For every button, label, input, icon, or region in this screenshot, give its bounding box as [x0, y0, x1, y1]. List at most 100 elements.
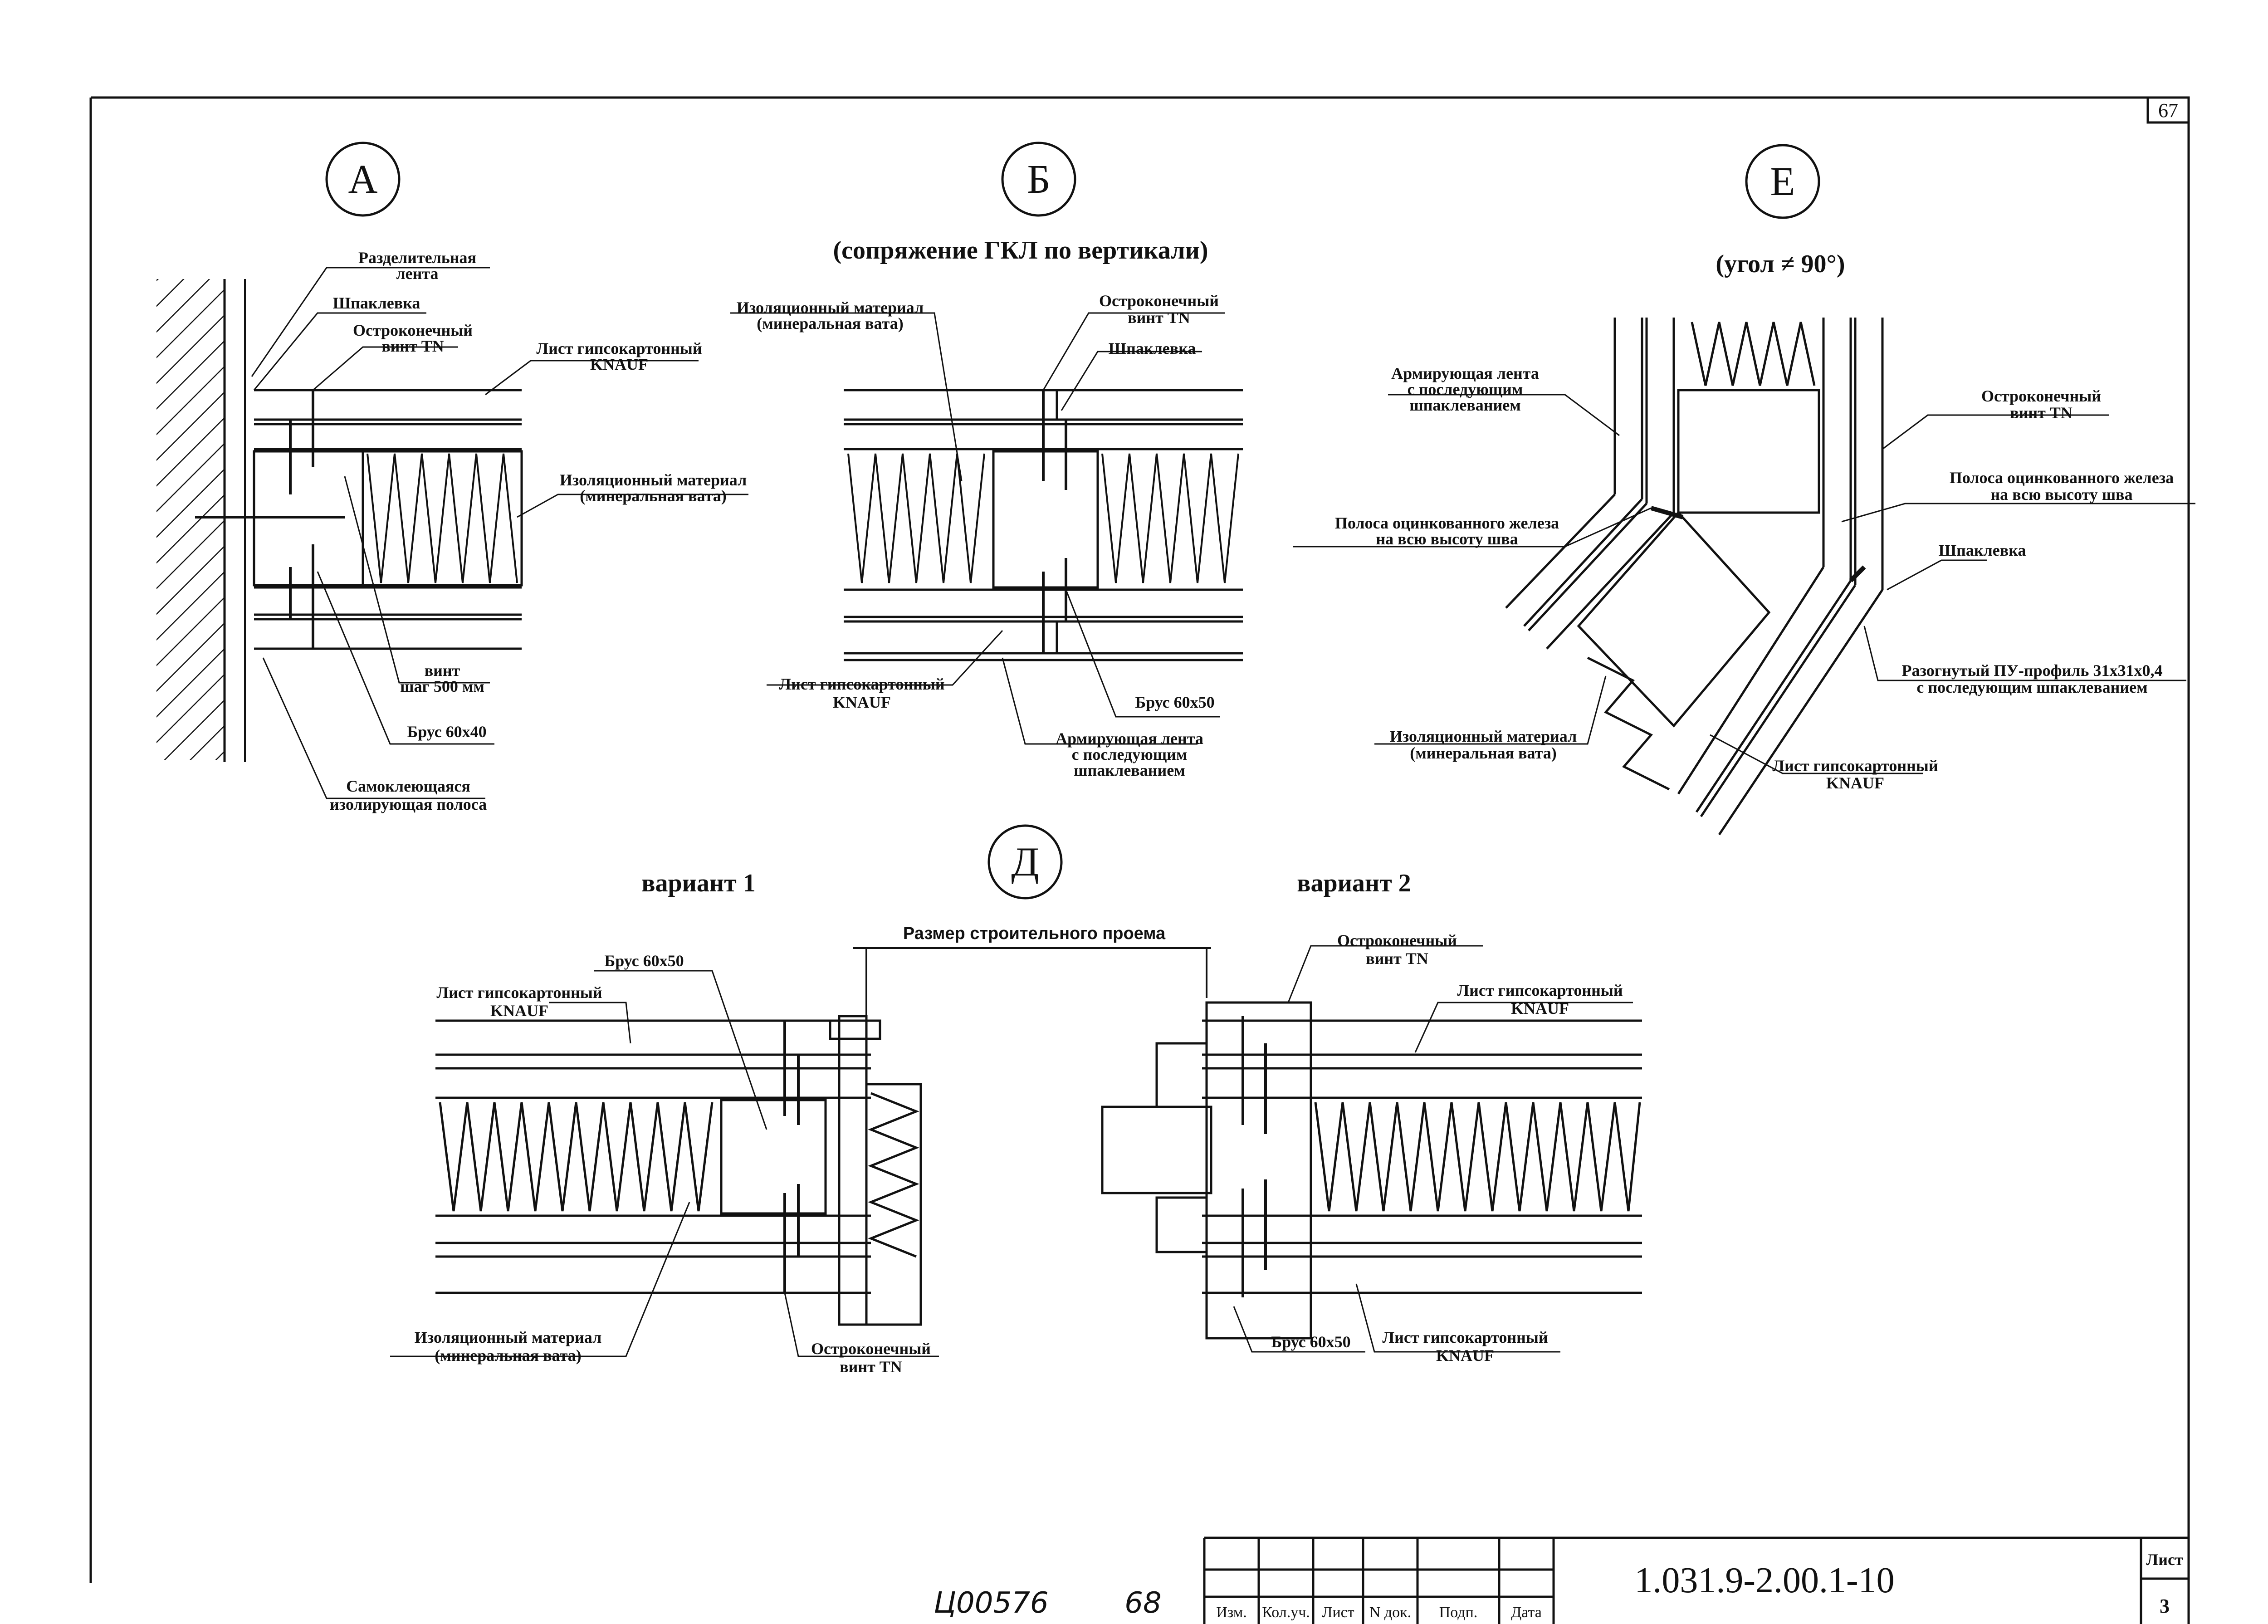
variant-2-title: вариант 2: [1297, 869, 1411, 897]
detail-b: Б (сопряжение ГКЛ по вертикали): [730, 142, 1243, 779]
callout-label: Разогнутый ПУ-профиль 31х31х0,4: [1902, 661, 2163, 680]
callout-label: Шпаклевка: [1939, 541, 2026, 559]
labels-v1: Брус 60х50 Лист гипсокартонный KNAUF Изо…: [415, 952, 931, 1376]
callout-label: Брус 60х40: [407, 723, 486, 741]
variant-1-wall: [435, 1015, 922, 1326]
callout-label: винт: [425, 661, 460, 680]
leaders-b: [730, 312, 1225, 745]
wall-boards-a: [253, 389, 523, 650]
callout-label: (минеральная вата): [757, 314, 903, 333]
callout-label: Шпаклевка: [1109, 339, 1196, 357]
callout-label: Лист гипсокартонный: [436, 983, 602, 1002]
callout-label: на всю высоту шва: [1376, 530, 1518, 548]
detail-marker-b-label: Б: [1027, 157, 1051, 202]
callout-label: с последующим: [1072, 745, 1188, 763]
callout-label: KNAUF: [1511, 999, 1569, 1017]
callout-label: (минеральная вата): [1410, 744, 1556, 762]
callout-label: винт TN: [1366, 949, 1428, 968]
detail-d: Д вариант 1 вариант 2 Размер строительно…: [390, 824, 1642, 1376]
insulation-zigzag-a: [367, 453, 518, 583]
detail-marker-a: [325, 142, 401, 217]
callout-label: изолирующая полоса: [330, 795, 487, 813]
insulation-zigzag-b: [847, 453, 1239, 583]
col-kol-uch: Кол.уч.: [1262, 1604, 1310, 1621]
labels-v2: Остроконечный винт TN Лист гипсокартонны…: [1271, 931, 1623, 1365]
screws-b: [1042, 390, 1067, 653]
callout-label: (минеральная вата): [580, 487, 726, 505]
opening-dimension-label: Размер строительного проема: [903, 924, 1166, 943]
callout-label: Полоса оцинкованного железа: [1335, 514, 1559, 532]
screws-a: [195, 390, 345, 649]
detail-e-subtitle: (угол ≠ 90°): [1716, 250, 1845, 278]
callout-label: винт TN: [2010, 404, 2072, 422]
callout-label: винт TN: [840, 1358, 902, 1376]
callout-label: с последующим шпаклеванием: [1916, 678, 2147, 696]
callout-label: (минеральная вата): [435, 1346, 581, 1365]
callout-label: Армирующая лента: [1391, 364, 1539, 382]
joint-strips-e: [1650, 506, 1866, 582]
title-block: [1203, 1536, 2189, 1624]
angled-wall-e: [1505, 494, 1884, 836]
handwritten-inventory-number: Ц00576: [934, 1586, 1048, 1620]
callout-label: Остроконечный: [1099, 292, 1219, 310]
callout-label: Лист гипсокартонный: [779, 675, 944, 693]
detail-marker-e-label: Е: [1770, 159, 1795, 204]
callout-label: Изоляционный материал: [1390, 727, 1577, 745]
sheet-label: Лист: [2146, 1551, 2183, 1569]
callout-label: Остроконечный: [811, 1340, 931, 1358]
detail-marker-d-label: Д: [1011, 840, 1039, 885]
detail-marker-e: [1745, 144, 1820, 219]
callout-label: KNAUF: [833, 693, 891, 711]
callout-label: винт TN: [1128, 308, 1190, 327]
leaders-v2: [1233, 945, 1633, 1353]
callout-label: Изоляционный материал: [737, 298, 924, 317]
callout-label: шпаклеванием: [1074, 761, 1185, 779]
callout-label: Самоклеющаяся: [346, 777, 470, 795]
callout-label: KNAUF: [490, 1002, 548, 1020]
leaders-v1: [390, 970, 939, 1357]
variant-2-wall: [1101, 1001, 1642, 1340]
detail-marker-d: [987, 824, 1063, 900]
callout-label: Армирующая лента: [1056, 729, 1203, 748]
leaders-e: [1293, 394, 2195, 774]
labels-b: Изоляционный материал (минеральная вата)…: [737, 292, 1219, 779]
col-izm: Изм.: [1216, 1604, 1247, 1621]
detail-e: Е (угол ≠ 90°): [1293, 144, 2195, 836]
callout-label: Лист гипсокартонный: [536, 339, 702, 357]
callout-label: шаг 500 мм: [400, 677, 484, 695]
callout-label: винт TN: [381, 337, 444, 355]
labels-e: Армирующая лента с последующим шпаклеван…: [1335, 364, 2174, 792]
callout-label: KNAUF: [1436, 1346, 1494, 1365]
sheet-frame: [89, 96, 2190, 1624]
callout-label: Изоляционный материал: [415, 1328, 602, 1346]
callout-label: лента: [396, 264, 438, 283]
handwritten-number: 68: [1124, 1586, 1161, 1620]
document-code: 1.031.9-2.00.1-10: [1634, 1560, 1894, 1600]
labels-a: Разделительная лента Шпаклевка Остроконе…: [330, 249, 747, 813]
vertical-wall-e: [1613, 318, 1884, 590]
masonry-wall: [156, 279, 225, 760]
callout-label: Брус 60х50: [1271, 1333, 1350, 1351]
col-list: Лист: [1322, 1604, 1354, 1621]
callout-label: Остроконечный: [1981, 387, 2101, 405]
title-block-columns: Изм. Кол.уч. Лист N док. Подп. Дата: [1216, 1604, 1542, 1621]
col-n-dok: N док.: [1369, 1604, 1411, 1621]
col-podp: Подп.: [1439, 1604, 1478, 1621]
callout-label: Брус 60х50: [1135, 693, 1214, 711]
callout-label: Шпаклевка: [333, 294, 420, 312]
callout-label: с последующим: [1408, 380, 1523, 398]
callout-label: Остроконечный: [1337, 931, 1457, 949]
callout-label: Изоляционный материал: [560, 471, 747, 489]
callout-label: KNAUF: [590, 355, 648, 373]
callout-label: на всю высоту шва: [1990, 485, 2132, 504]
callout-label: Полоса оцинкованного железа: [1950, 469, 2174, 487]
callout-label: Разделительная: [358, 249, 476, 267]
opening-dimension: [853, 947, 1211, 1021]
detail-b-subtitle: (сопряжение ГКЛ по вертикали): [833, 236, 1208, 264]
callout-label: Остроконечный: [353, 321, 473, 339]
col-data: Дата: [1511, 1604, 1542, 1621]
detail-marker-b: [1001, 142, 1076, 217]
screws-v2: [1242, 1016, 1267, 1297]
callout-label: шпаклеванием: [1409, 396, 1520, 414]
